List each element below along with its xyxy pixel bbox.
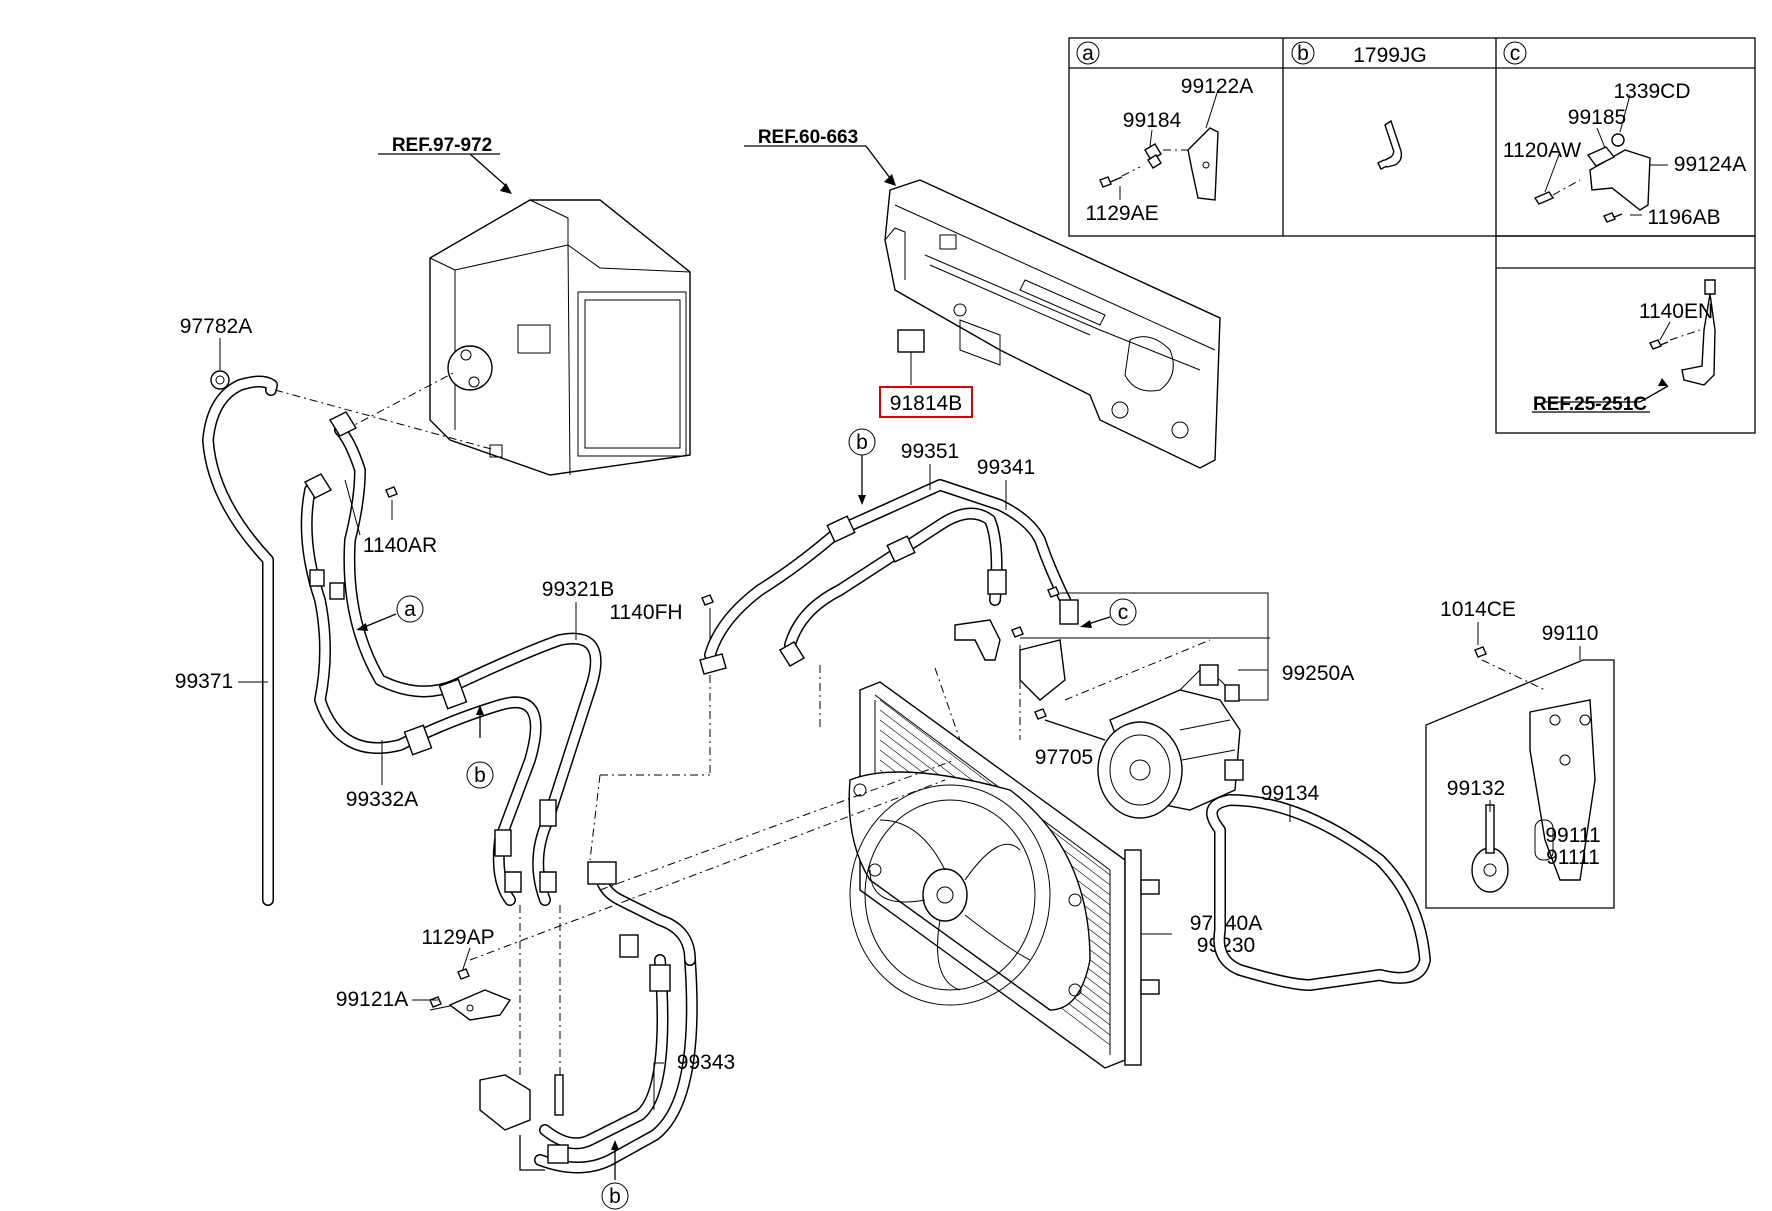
- inset-b-marker: b: [1297, 42, 1309, 65]
- marker-a-left: [396, 595, 424, 623]
- marker-a-left-text: a: [404, 598, 416, 621]
- part-97782a[interactable]: 97782A: [180, 315, 252, 338]
- part-97705[interactable]: 97705: [1035, 746, 1093, 769]
- drive-belt: [1206, 794, 1431, 991]
- part-99321b[interactable]: 99321B: [542, 578, 614, 601]
- hose-bundle-left: [300, 411, 602, 906]
- inset-c-drawing: [1533, 94, 1668, 223]
- inset-c-part-1: 99185: [1568, 106, 1626, 129]
- inset-a-part-0: 99122A: [1181, 75, 1253, 98]
- evaporator-unit: [429, 199, 691, 476]
- ref-97-972: REF.97-972: [392, 135, 492, 156]
- hose-99351-99341: [699, 479, 1079, 701]
- marker-b-bottom: [601, 1182, 629, 1210]
- part-99343[interactable]: 99343: [677, 1051, 735, 1074]
- ref-60-663: REF.60-663: [758, 127, 858, 148]
- inset-bracket-part: 1140EN: [1639, 300, 1713, 323]
- inset-c-marker: c: [1510, 42, 1521, 65]
- part-91814b[interactable]: 91814B: [890, 392, 962, 415]
- inset-c-part-4: 1196AB: [1647, 206, 1720, 229]
- part-99250a[interactable]: 99250A: [1282, 662, 1354, 685]
- lower-brackets: [429, 861, 698, 1174]
- marker-b-top-text: b: [856, 431, 868, 454]
- part-99132[interactable]: 99132: [1447, 777, 1505, 800]
- inset-c-part-3: 99124A: [1674, 153, 1746, 176]
- inset-bracket-drawing: [1649, 279, 1716, 386]
- part-99121a[interactable]: 99121A: [336, 988, 408, 1011]
- part-1014ce[interactable]: 1014CE: [1440, 598, 1516, 621]
- part-99341[interactable]: 99341: [977, 456, 1035, 479]
- part-1140fh[interactable]: 1140FH: [609, 601, 682, 624]
- part-1129ap[interactable]: 1129AP: [421, 926, 494, 949]
- inset-a-part-2: 1129AE: [1085, 202, 1158, 225]
- inset-b-part-label: 1799JG: [1353, 44, 1427, 67]
- part-99134[interactable]: 99134: [1261, 782, 1320, 805]
- marker-b-bottom-text: b: [609, 1185, 621, 1208]
- ref-25-251c: REF.25-251C: [1533, 394, 1647, 415]
- part-99110[interactable]: 99110: [1542, 622, 1599, 645]
- hose-99371: [202, 370, 278, 906]
- inset-b-drawing: [1377, 119, 1403, 170]
- tensioner-box: [1425, 646, 1615, 909]
- part-99332a[interactable]: 99332A: [346, 788, 418, 811]
- part-99351[interactable]: 99351: [901, 440, 959, 463]
- inset-table: a b 1799JG c 99122A 99184 1129AE: [1068, 37, 1756, 434]
- part-99230[interactable]: 99230: [1197, 934, 1255, 957]
- cooling-fan: [848, 771, 1091, 1011]
- inset-a-drawing: [1099, 89, 1219, 201]
- label-sticker: [897, 329, 925, 353]
- part-1140ar[interactable]: 1140AR: [363, 534, 437, 557]
- marker-c: [1109, 598, 1137, 626]
- part-99111[interactable]: 99111: [1545, 824, 1600, 847]
- inset-c-part-0: 1339CD: [1613, 80, 1690, 103]
- inset-c-part-2: 1120AW: [1503, 139, 1581, 162]
- highlight-box: [879, 386, 973, 418]
- marker-b-left-text: b: [474, 764, 486, 787]
- marker-c-text: c: [1118, 601, 1129, 624]
- part-99371[interactable]: 99371: [175, 670, 233, 693]
- compressor: [1097, 664, 1244, 819]
- inset-a-marker: a: [1082, 42, 1094, 65]
- dash-panel: [884, 179, 1221, 469]
- part-91111[interactable]: 91111: [1546, 846, 1600, 869]
- marker-b-left: [466, 761, 494, 789]
- inset-a-part-1: 99184: [1123, 109, 1182, 132]
